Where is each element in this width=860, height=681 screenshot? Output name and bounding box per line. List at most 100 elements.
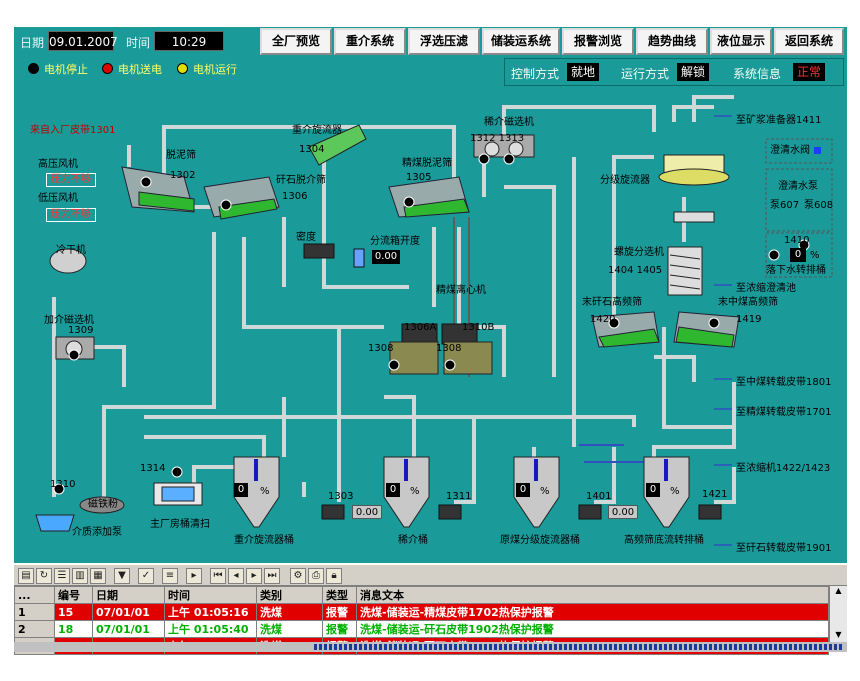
tank1-pump-id: 1303 (328, 491, 354, 502)
clear-pump-label: 澄清水泵 (778, 181, 818, 192)
next-icon[interactable]: ▸ (246, 568, 262, 584)
nav-return-button[interactable]: 返回系统 (774, 28, 844, 55)
dilute-separator-label: 稀介磁选机 (484, 117, 534, 128)
magnetite-label: 磁铁粉 (88, 499, 118, 510)
clear-valve-label: 澄清水阀 (770, 145, 810, 156)
nav-level-button[interactable]: 液位显示 (710, 28, 772, 55)
chart-icon[interactable]: ▦ (90, 568, 106, 584)
time-label: 时间 (126, 36, 151, 50)
nav-trend-button[interactable]: 趋势曲线 (636, 28, 708, 55)
pump-608-label: 泵608 (804, 200, 834, 211)
to-middle-belt-label: 至中煤转载皮带1801 (736, 377, 832, 388)
motor-stopped-icon (28, 63, 39, 74)
class-cyclone-label: 分级旋流器 (600, 175, 650, 186)
tank2-pump-id: 1311 (446, 491, 472, 502)
legend-powered: 电机送电 (102, 61, 162, 77)
col-message[interactable]: 消息文本 (356, 586, 829, 604)
nav-dense-medium-button[interactable]: 重介系统 (334, 28, 406, 55)
tail-middle-id: 1419 (736, 314, 762, 325)
to-pool-label: 至矿浆准备器1411 (736, 115, 822, 126)
system-info-value: 正常 (793, 63, 826, 81)
col-index[interactable]: ... (14, 586, 55, 604)
tank1-level-value: 0 (234, 483, 248, 497)
add-separator-label: 加介磁选机 (44, 315, 94, 326)
desliming-screen-label: 脱泥筛 (166, 150, 196, 161)
motor-running-icon (177, 63, 188, 74)
tank4-level-unit: % (670, 486, 680, 497)
previous-icon[interactable]: ◂ (228, 568, 244, 584)
scroll-down-icon[interactable]: ▼ (835, 630, 842, 639)
nav-alarm-button[interactable]: 报警浏览 (562, 28, 634, 55)
legend-stopped: 电机停止 (28, 61, 88, 77)
medium-pump-id: 1310 (50, 479, 76, 490)
export-icon[interactable]: ▤ (18, 568, 34, 584)
transfer-pool-label: 落下水转排桶 (766, 265, 826, 276)
control-mode-value: 就地 (567, 63, 600, 81)
nav-overview-button[interactable]: 全厂预览 (260, 28, 332, 55)
first-icon[interactable]: ⏮ (210, 568, 226, 584)
acknowledge-icon[interactable]: ✓ (138, 568, 154, 584)
dilute-separator-ids: 1312 1313 (470, 133, 525, 144)
desliming-screen-id: 1302 (170, 170, 196, 181)
hp-fan-label: 高压风机 (38, 159, 78, 170)
details-icon[interactable]: ≡ (162, 568, 178, 584)
centrifuge-label: 精煤离心机 (436, 285, 486, 296)
run-mode-value: 解锁 (677, 63, 710, 81)
to-clean-belt-label: 至精煤转载皮带1701 (736, 407, 832, 418)
event-list-scrollbar[interactable]: ▲ ▼ (829, 586, 847, 642)
incoming-belt-label: 来自入厂皮带1301 (30, 125, 116, 136)
to-gangue-belt-label: 至矸石转载皮带1901 (736, 543, 832, 554)
last-icon[interactable]: ⏭ (264, 568, 280, 584)
report-icon[interactable]: ▥ (72, 568, 88, 584)
level-1410-unit: % (810, 250, 820, 261)
clean-screen-label: 精煤脱泥筛 (402, 158, 452, 169)
date-label: 日期 (20, 36, 45, 50)
lp-fan-label: 低压风机 (38, 193, 78, 204)
scroll-up-icon[interactable]: ▲ (835, 586, 842, 595)
time-value: 10:29 (154, 31, 224, 51)
to-thickener2-label: 至浓缩机1422/1423 (736, 463, 831, 474)
nav-storage-button[interactable]: 储装运系统 (482, 28, 560, 55)
col-category[interactable]: 类别 (256, 586, 323, 604)
centrifuge-c-id: 1308 (368, 343, 394, 354)
col-type[interactable]: 类型 (322, 586, 357, 604)
split-box-value: 0.00 (372, 250, 400, 264)
tank3-label: 原煤分级旋流器桶 (500, 535, 580, 546)
table-row[interactable]: 2 18 07/01/01 上午 01:05:40 洗煤 报警 洗煤-储装运-矸… (14, 620, 829, 638)
process-diagram: 日期 09.01.2007 时间 10:29 全厂预览 重介系统 浮选压滤 储装… (14, 27, 847, 563)
list-icon[interactable]: ☰ (54, 568, 70, 584)
dense-cyclone-label: 重介旋流器 (292, 125, 342, 136)
lock-icon[interactable]: 🔒︎ (326, 568, 342, 584)
col-id[interactable]: 编号 (54, 586, 93, 604)
jump-icon[interactable]: ▸ (186, 568, 202, 584)
tank4-pump-id: 1421 (702, 489, 728, 500)
tank3-level-unit: % (540, 486, 550, 497)
tank1-flow-value: 0.00 (352, 505, 382, 519)
control-status-bar: 控制方式 就地 运行方式 解锁 系统信息 正常 (504, 58, 844, 86)
col-time[interactable]: 时间 (164, 586, 257, 604)
print-icon[interactable]: ⎙ (308, 568, 324, 584)
progress-strip (314, 644, 844, 650)
system-info-label: 系统信息 (733, 67, 782, 81)
split-box-label: 分流箱开度 (370, 236, 420, 247)
refresh-icon[interactable]: ↻ (36, 568, 52, 584)
table-row[interactable]: 1 15 07/01/01 上午 01:05:16 洗煤 报警 洗煤-储装运-精… (14, 603, 829, 621)
tank3-flow-value: 0.00 (608, 505, 638, 519)
col-date[interactable]: 日期 (92, 586, 165, 604)
tank3-level-value: 0 (516, 483, 530, 497)
spiral-ids: 1404 1405 (608, 265, 663, 276)
tank4-level-value: 0 (646, 483, 660, 497)
settings-icon[interactable]: ⚙ (290, 568, 306, 584)
centrifuge-b-id: 1310B (462, 322, 495, 333)
medium-pump-label: 介质添加泵 (72, 527, 122, 538)
tail-middle-label: 末中煤高频筛 (718, 297, 778, 308)
tank3-pump-id: 1401 (586, 491, 612, 502)
filter-icon[interactable]: ▼ (114, 568, 130, 584)
pipe-network (35, 95, 833, 546)
lp-fan-status: 压力不够 (46, 208, 96, 222)
hp-fan-status: 压力不够 (46, 173, 96, 187)
level-1410-value: 0 (790, 248, 806, 262)
floor-drain-label: 主厂房桶清扫 (150, 519, 210, 530)
compressor-label: 冷干机 (56, 245, 86, 256)
nav-flotation-button[interactable]: 浮选压滤 (408, 28, 480, 55)
